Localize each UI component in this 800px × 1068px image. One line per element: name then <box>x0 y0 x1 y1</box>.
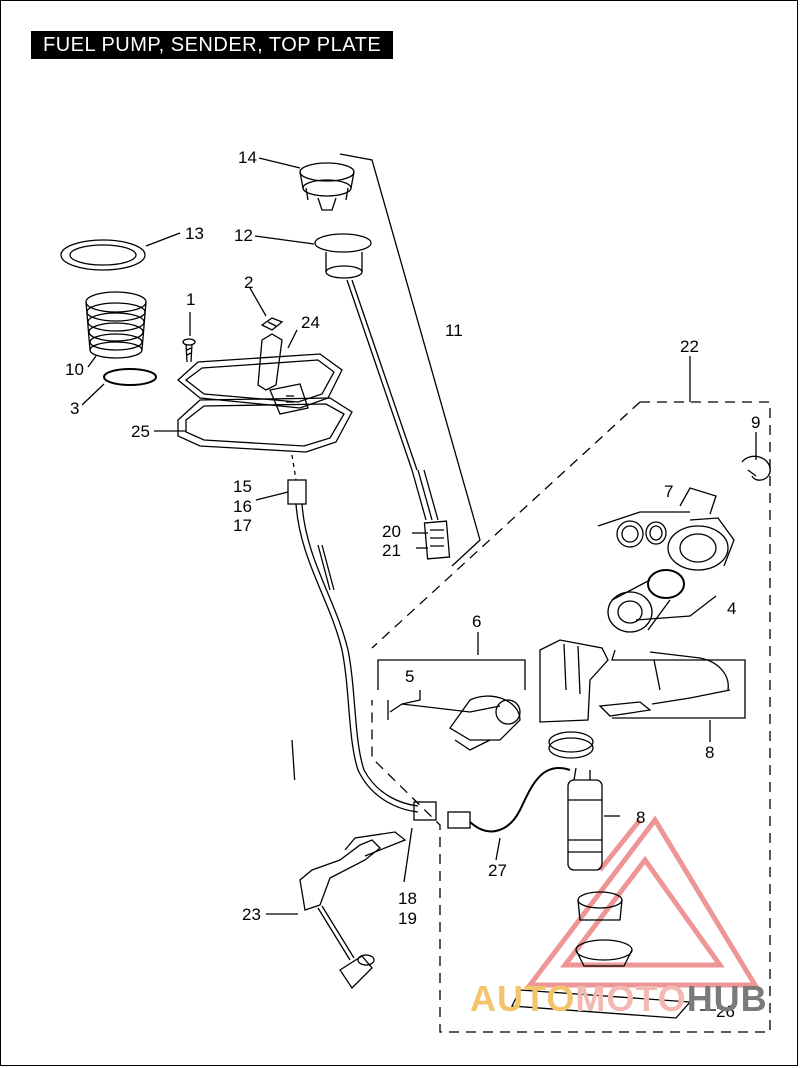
callout-10: 10 <box>65 360 84 379</box>
sending-unit-23 <box>299 831 407 990</box>
callout-3: 3 <box>70 399 79 418</box>
o-ring-3 <box>103 368 157 386</box>
callout-27: 27 <box>488 861 507 880</box>
filler-neck-10 <box>85 291 147 359</box>
page-title: FUEL PUMP, SENDER, TOP PLATE <box>31 31 394 59</box>
gasket-ring-13 <box>60 239 146 271</box>
fuel-line-fitting <box>598 649 746 719</box>
watermark-part-moto: MOTO <box>575 978 687 1019</box>
bracket-5 <box>389 703 501 713</box>
callout-17: 17 <box>233 516 252 535</box>
callout-19: 19 <box>398 909 417 928</box>
callout-8-lower: 8 <box>636 808 645 827</box>
callout-4: 4 <box>727 599 736 618</box>
gasket-25 <box>177 397 353 453</box>
fuel-pump-8 <box>567 767 603 871</box>
callout-9: 9 <box>751 413 760 432</box>
pump-housing <box>449 639 609 751</box>
watermark-logo-icon <box>524 815 760 988</box>
assembly-outline-22 <box>371 401 771 1033</box>
lock-ring <box>548 731 594 759</box>
callout-13: 13 <box>185 224 204 243</box>
top-plate-24 <box>177 333 343 415</box>
callout-24: 24 <box>301 313 320 332</box>
bracket-11 <box>339 153 481 567</box>
bracket-6 <box>377 659 526 690</box>
leader-lines <box>81 157 757 1011</box>
fuel-cap-14 <box>299 162 355 211</box>
callout-25: 25 <box>131 422 150 441</box>
callout-18: 18 <box>398 889 417 908</box>
seal-set-7 <box>597 511 690 548</box>
callout-14: 14 <box>238 148 257 167</box>
retainer-clip-9 <box>741 455 771 481</box>
callout-7: 7 <box>664 482 673 501</box>
callout-2: 2 <box>244 273 253 292</box>
callout-12: 12 <box>234 226 253 245</box>
watermark-text: AUTOMOTOHUB <box>470 978 768 1020</box>
sender-flange-12 <box>314 233 372 279</box>
callout-11: 11 <box>445 321 463 340</box>
regulator-housing <box>667 517 735 571</box>
sender-rod-11 <box>346 279 451 560</box>
callout-23: 23 <box>242 905 261 924</box>
callout-22: 22 <box>680 337 699 356</box>
fuel-filter-4 <box>607 569 717 633</box>
clip-2 <box>260 317 284 331</box>
callout-6: 6 <box>472 612 481 631</box>
callout-26: 26 <box>716 1002 735 1021</box>
wire-harness <box>287 454 437 821</box>
filter-sock-26 <box>510 989 692 1019</box>
watermark-part-hub: HUB <box>686 978 768 1019</box>
callout-5: 5 <box>405 667 414 686</box>
callout-1: 1 <box>186 290 195 309</box>
callout-8-upper: 8 <box>705 743 714 762</box>
callout-16: 16 <box>233 497 252 516</box>
callout-21: 21 <box>382 541 401 560</box>
watermark-part-auto: AUTO <box>470 978 576 1019</box>
screw-1 <box>182 338 196 363</box>
pump-harness-27 <box>447 767 571 833</box>
callout-15: 15 <box>233 477 252 496</box>
callout-20: 20 <box>382 522 401 541</box>
pump-strainer <box>575 891 633 967</box>
